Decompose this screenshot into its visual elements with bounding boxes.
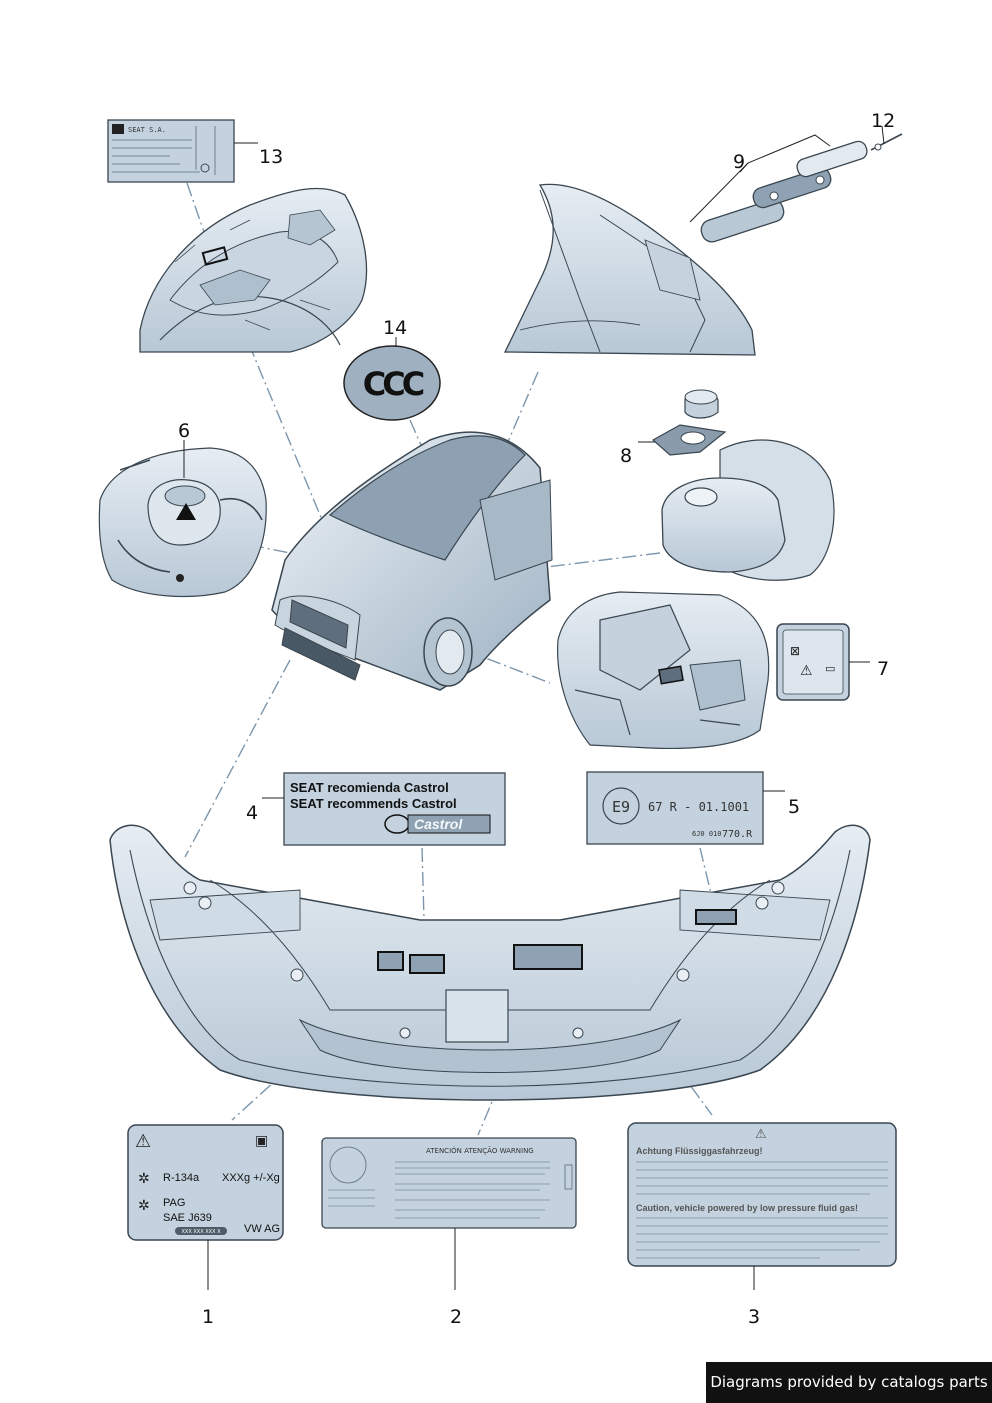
svg-text:✲: ✲ (138, 1171, 150, 1187)
refrigerant-amount-text: XXXg +/-Xg (222, 1172, 280, 1184)
approval-part-prefix: 6J0 010 (692, 830, 722, 838)
castrol-label-line2: SEAT recommends Castrol (290, 796, 457, 811)
callout-2: 2 (450, 1306, 463, 1328)
attribution-banner: Diagrams provided by catalogs parts (706, 1362, 992, 1403)
svg-text:✲: ✲ (138, 1198, 150, 1214)
ac-refrigerant-label: ⚠ ▣ ✲ R-134a XXXg +/-Xg ✲ PAG SAE J639 X… (127, 1124, 284, 1241)
approval-mark-text: E9 (612, 798, 630, 816)
expansion-tank-illustration (651, 389, 835, 581)
vin-plate-maker-text: SEAT S.A. (128, 126, 166, 134)
callout-9: 9 (733, 151, 746, 173)
front-crossmember-illustration (109, 824, 871, 1101)
callout-3: 3 (748, 1306, 761, 1328)
castrol-label: SEAT recomienda Castrol SEAT recommends … (283, 772, 506, 846)
callout-bracket-9 (689, 134, 831, 223)
ccc-logo-text: CCC (363, 365, 424, 403)
approval-label: E9 67 R - 01.1001 6J0 010 770.R (586, 771, 764, 845)
refrigerant-type-text: R-134a (163, 1172, 200, 1184)
trim-strip-parts (700, 133, 903, 243)
svg-text:⚠: ⚠ (135, 1131, 151, 1152)
oil-type-text: PAG (163, 1197, 185, 1209)
door-pillar-illustration (503, 183, 756, 356)
svg-text:⚠: ⚠ (800, 663, 813, 679)
engine-bay-left-illustration (139, 187, 368, 353)
ccc-label: CCC (343, 345, 441, 421)
lpg-warning-title-de: Achtung Flüssiggasfahrzeug! (636, 1146, 763, 1156)
label-maker-text: VW AG (244, 1223, 280, 1235)
engine-cover-illustration (557, 591, 770, 749)
callout-13: 13 (259, 146, 284, 168)
oil-standard-text: SAE J639 (163, 1212, 212, 1224)
radiator-warning-heading: ATENCIÓN ATENÇÃO WARNING (426, 1146, 534, 1155)
approval-number-text: 67 R - 01.1001 (648, 800, 749, 814)
callout-6: 6 (178, 420, 191, 442)
label-part-code-text: XXX XXX XXX X (181, 1229, 221, 1235)
vin-plate-label: SEAT S.A. (107, 119, 235, 183)
car-illustration (271, 431, 553, 691)
svg-text:▣: ▣ (255, 1133, 268, 1149)
lpg-warning-label: ⚠ Achtung Flüssiggasfahrzeug! Caution, v… (627, 1122, 897, 1267)
callout-5: 5 (788, 796, 801, 818)
callout-4: 4 (246, 802, 259, 824)
callout-7: 7 (877, 658, 890, 680)
radiator-warning-label: ATENCIÓN ATENÇÃO WARNING (321, 1137, 577, 1229)
callout-12: 12 (871, 110, 896, 132)
callout-14: 14 (383, 317, 408, 339)
callout-1: 1 (202, 1306, 215, 1328)
castrol-brand-text: Castrol (414, 816, 463, 832)
approval-part-suffix: 770.R (722, 829, 753, 840)
svg-text:▭: ▭ (825, 662, 835, 675)
castrol-label-line1: SEAT recomienda Castrol (290, 780, 449, 795)
coolant-reservoir-illustration (98, 447, 267, 598)
svg-text:⊠: ⊠ (790, 644, 800, 658)
callout-8: 8 (620, 445, 633, 467)
battery-warning-label: ⊠ ⚠ ▭ (776, 623, 850, 701)
lpg-warning-title-en: Caution, vehicle powered by low pressure… (636, 1203, 858, 1213)
svg-text:⚠: ⚠ (755, 1127, 767, 1142)
